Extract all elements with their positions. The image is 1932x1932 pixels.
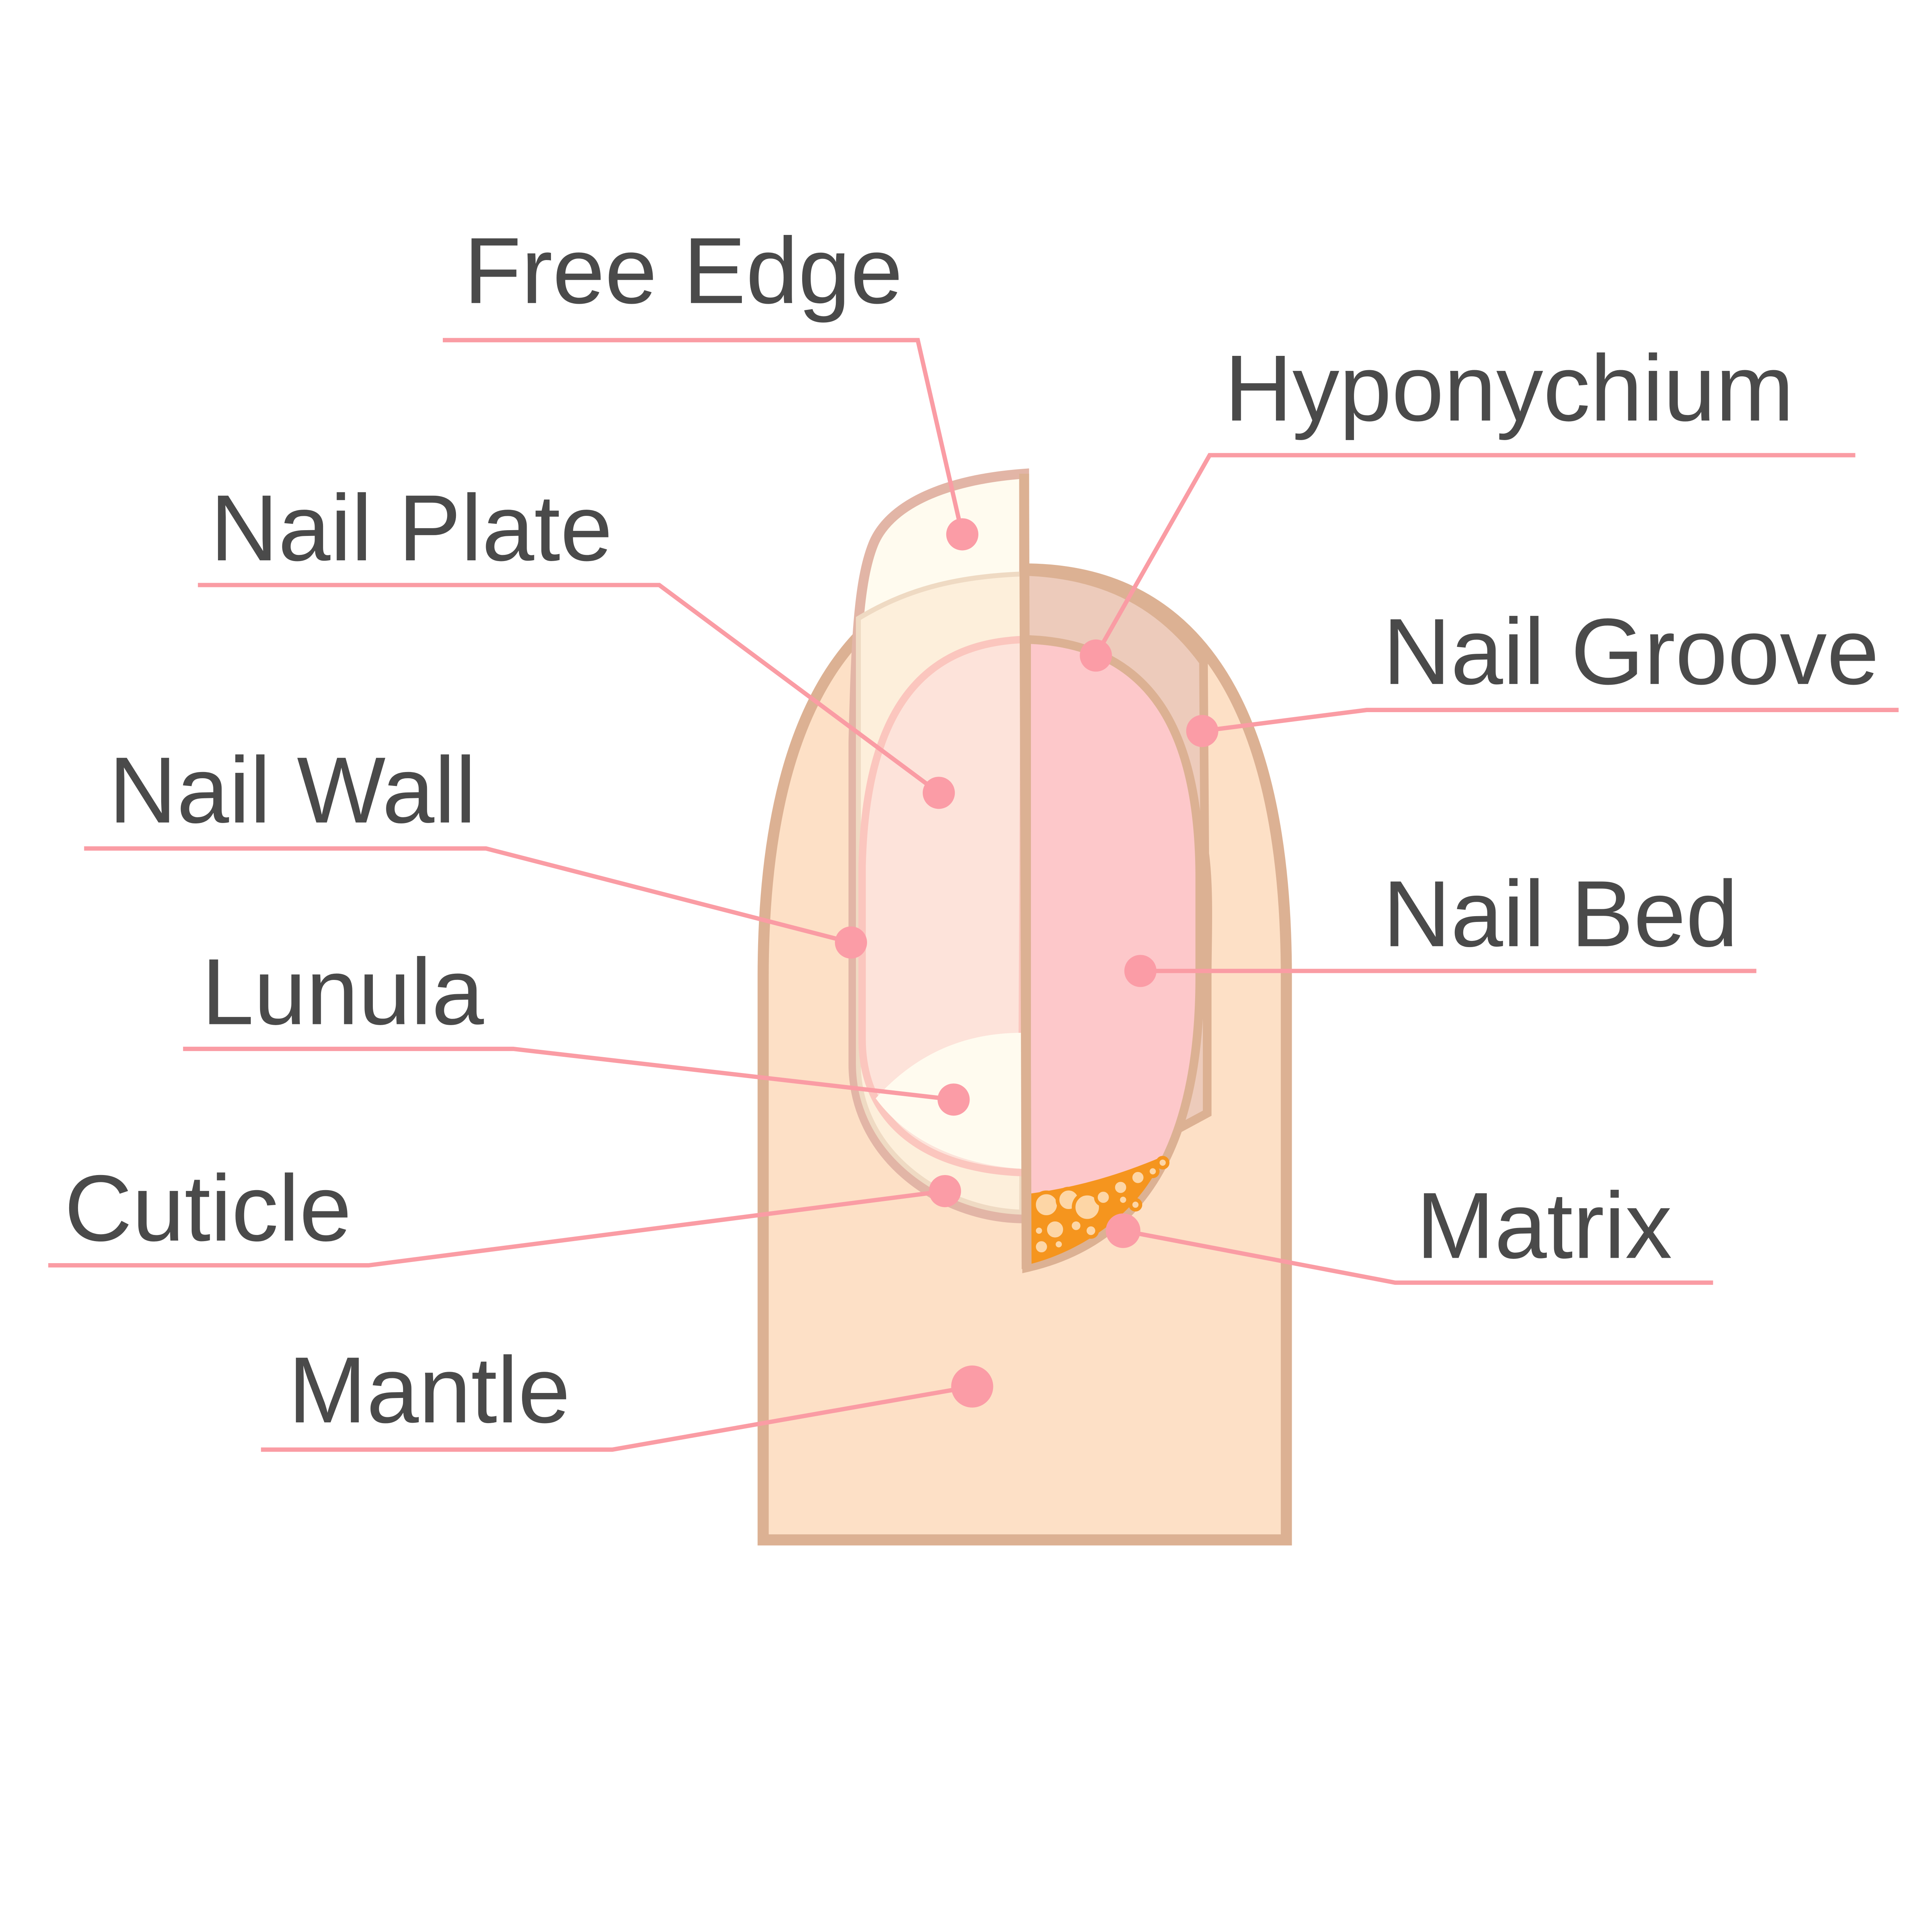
label-matrix: Matrix <box>1105 1173 1713 1285</box>
pointer-dot <box>929 1175 961 1208</box>
leader-line <box>48 1189 946 1268</box>
leader-line <box>183 1046 954 1102</box>
label-text: Free Edge <box>464 218 903 323</box>
leader-line <box>198 583 940 795</box>
pointer-dot <box>951 1365 993 1408</box>
pointer-dot <box>937 1083 970 1116</box>
label-text: Nail Plate <box>210 475 612 580</box>
label-nail-wall: Nail Wall <box>84 738 867 959</box>
leader-line <box>261 1384 973 1452</box>
label-text: Mantle <box>288 1337 570 1442</box>
label-hyponychium: Hyponychium <box>1080 335 1855 672</box>
label-text: Nail Groove <box>1383 599 1879 704</box>
label-lunula: Lunula <box>183 939 970 1116</box>
leader-line <box>1094 453 1855 657</box>
pointer-dot <box>1124 955 1156 987</box>
label-text: Cuticle <box>64 1156 352 1261</box>
cross-section-divider <box>1019 473 1032 1269</box>
leader-line <box>1202 707 1899 733</box>
label-text: Nail Bed <box>1383 861 1738 966</box>
pointer-dot <box>1080 639 1112 672</box>
label-mantle: Mantle <box>261 1337 993 1452</box>
pointer-dot <box>1186 715 1219 747</box>
pointer-dot <box>1105 1213 1141 1248</box>
label-free-edge: Free Edge <box>442 218 979 551</box>
matrix-cells <box>1030 1156 1170 1264</box>
label-cuticle: Cuticle <box>48 1156 961 1268</box>
label-nail-plate: Nail Plate <box>198 475 955 809</box>
pointer-dot <box>835 926 867 959</box>
label-nail-bed: Nail Bed <box>1124 861 1757 987</box>
pointer-dot <box>946 518 979 551</box>
leader-line <box>1122 1228 1713 1285</box>
label-text: Matrix <box>1416 1173 1672 1278</box>
label-text: Hyponychium <box>1225 335 1794 440</box>
pointer-dot <box>922 777 955 809</box>
leader-line <box>442 338 964 535</box>
label-text: Lunula <box>202 939 484 1044</box>
label-text: Nail Wall <box>109 738 476 843</box>
leader-line <box>84 846 852 945</box>
label-nail-groove: Nail Groove <box>1186 599 1899 747</box>
